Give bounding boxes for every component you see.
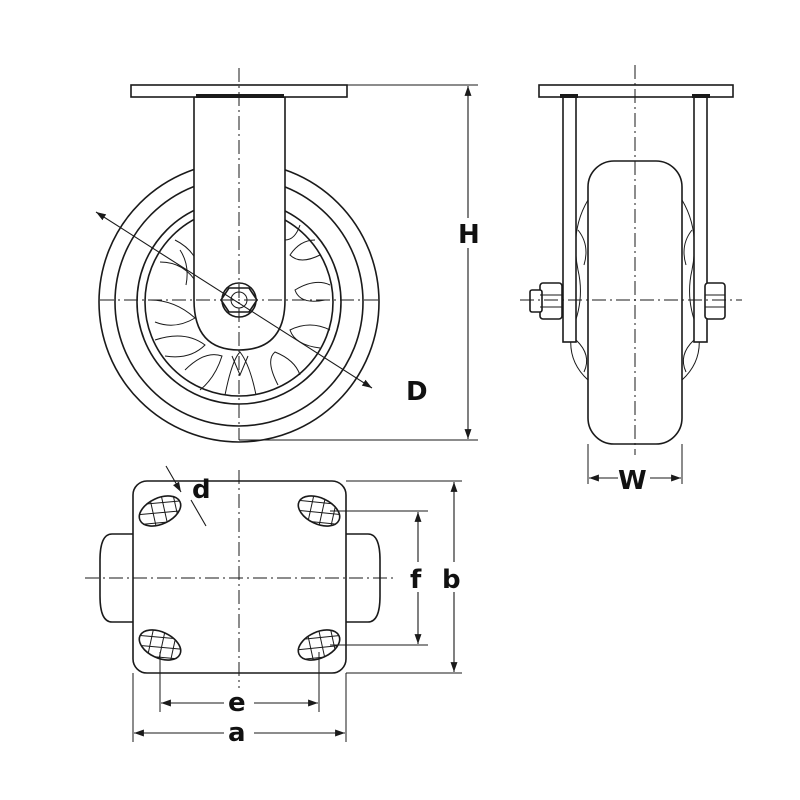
dim-label-e: e bbox=[228, 688, 246, 718]
dim-label-W: W bbox=[618, 466, 647, 496]
dim-label-f: f bbox=[410, 565, 422, 595]
dim-label-H: H bbox=[458, 220, 480, 250]
axle-nut-side bbox=[704, 282, 726, 320]
dim-label-b: b bbox=[442, 565, 461, 595]
front-view: D H bbox=[95, 68, 483, 443]
dim-label-D: D bbox=[406, 377, 428, 407]
axle-bolt-head bbox=[539, 282, 563, 320]
dim-label-a: a bbox=[228, 718, 246, 748]
top-view: d f b e a bbox=[85, 465, 468, 748]
top-plate-neck bbox=[196, 94, 284, 98]
side-view: W bbox=[520, 65, 742, 496]
top-plate-side bbox=[538, 84, 734, 98]
dim-label-d: d bbox=[192, 475, 211, 505]
fork-leg-left bbox=[562, 96, 577, 343]
